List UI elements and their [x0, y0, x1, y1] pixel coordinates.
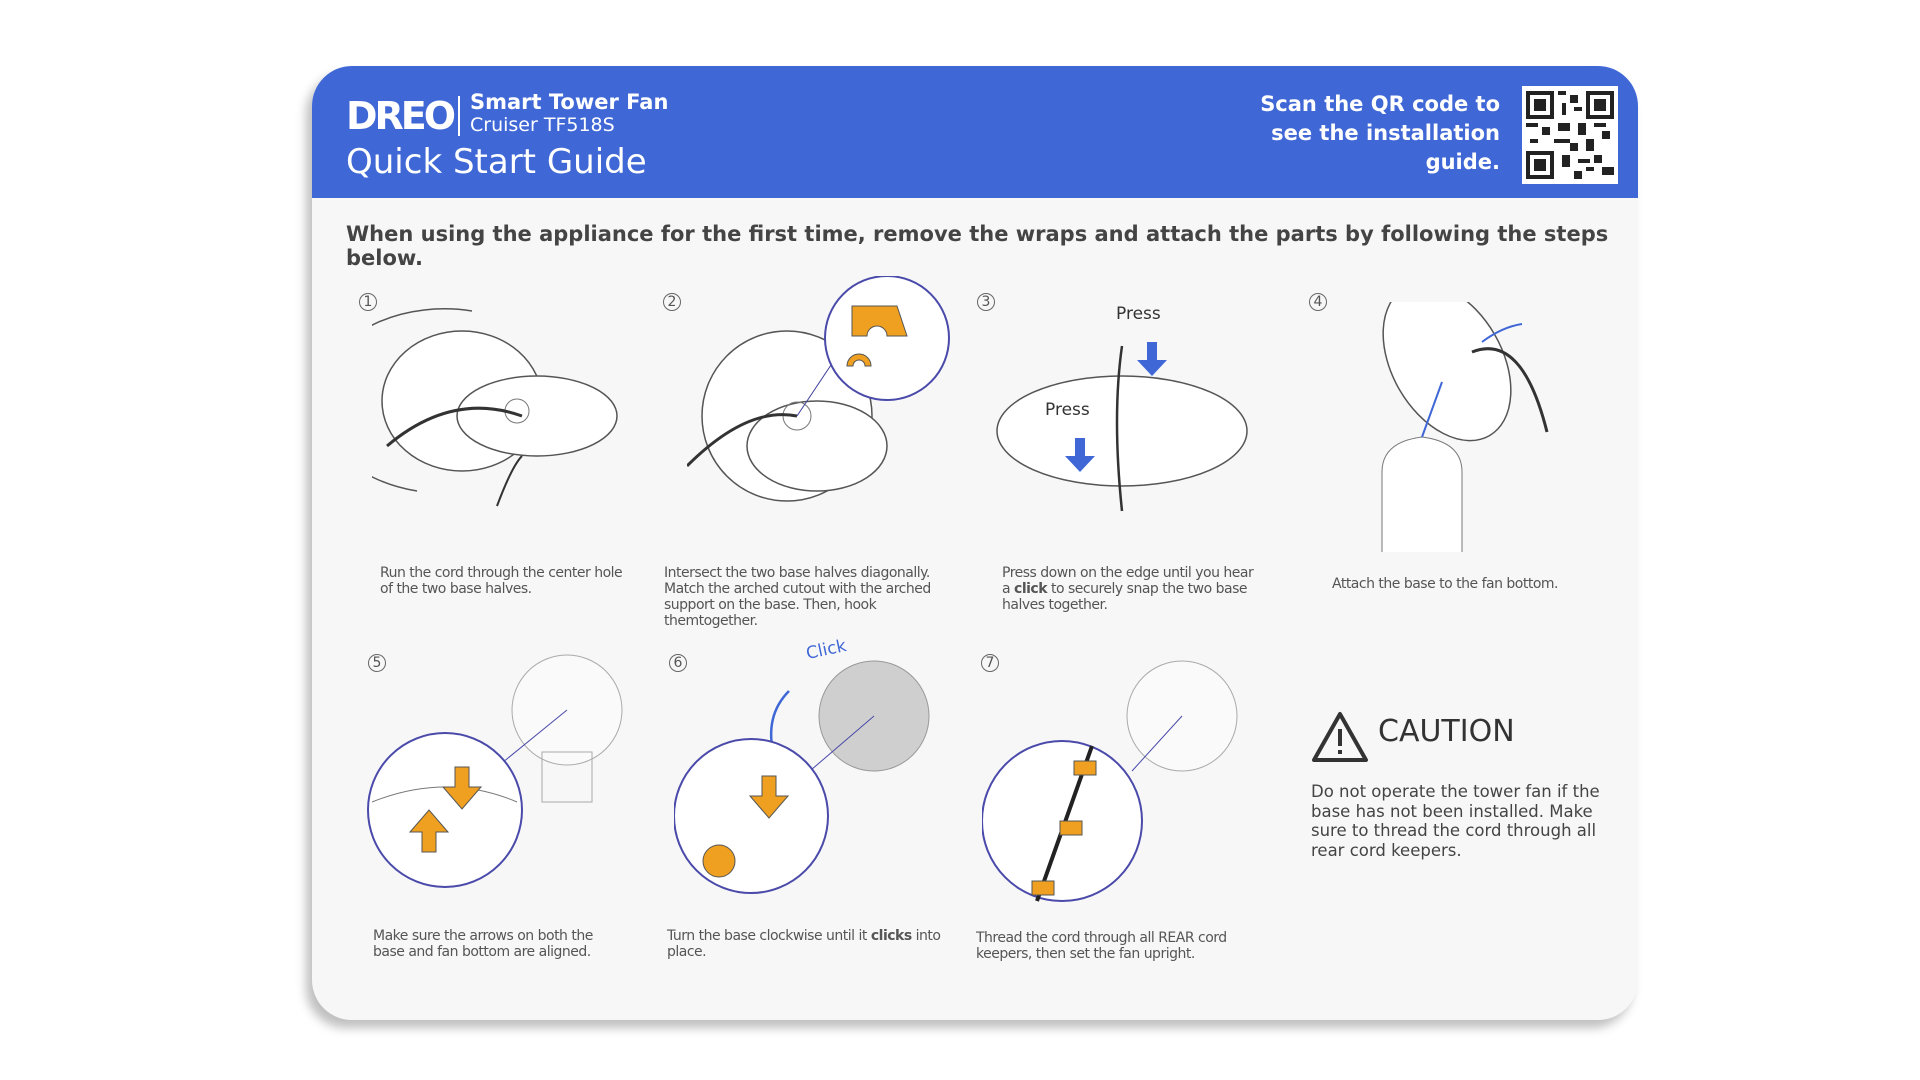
- step-number: 2: [663, 293, 681, 311]
- caution-text: Do not operate the tower fan if the base…: [1311, 782, 1600, 860]
- step-1-illustration: [372, 308, 618, 507]
- step-5-illustration: [367, 654, 623, 888]
- logo-divider: [458, 96, 460, 136]
- step-4-caption: Attach the base to the fan bottom.: [1332, 576, 1559, 592]
- qr-code-icon[interactable]: [1522, 86, 1618, 184]
- qr-instruction: Scan the QR code to see the installation…: [1260, 92, 1500, 174]
- page-title: Quick Start Guide: [346, 142, 647, 182]
- brand-logo: DREO: [346, 94, 456, 138]
- step-6-caption: Turn the base clockwise until it clicks …: [667, 928, 941, 960]
- step-4-illustration: [1381, 302, 1549, 552]
- step-3-caption: Press down on the edge until you hear a …: [1002, 565, 1254, 613]
- quick-start-card: DREO Smart Tower Fan Cruiser TF518S Quic…: [312, 66, 1638, 1020]
- product-model: Cruiser TF518S: [470, 114, 615, 136]
- step-number: 4: [1309, 293, 1327, 311]
- step-7-illustration: [982, 660, 1238, 902]
- step-1-caption: Run the cord through the center hole of …: [380, 565, 623, 597]
- step-6-illustration: [674, 660, 930, 894]
- product-name: Smart Tower Fan: [470, 90, 669, 114]
- press-label: Press: [1116, 304, 1161, 324]
- step-number: 1: [359, 293, 377, 311]
- warning-icon: [1312, 712, 1368, 762]
- header-banner: DREO Smart Tower Fan Cruiser TF518S Quic…: [312, 66, 1638, 198]
- step-5-caption: Make sure the arrows on both the base an…: [373, 928, 593, 960]
- step-7-caption: Thread the cord through all REAR cord ke…: [976, 930, 1227, 962]
- step-number: 6: [669, 654, 687, 672]
- intro-text: When using the appliance for the first t…: [346, 222, 1609, 270]
- step-number: 3: [977, 293, 995, 311]
- step-2-illustration: [687, 276, 950, 502]
- caution-title: CAUTION: [1378, 714, 1515, 749]
- step-number: 5: [368, 654, 386, 672]
- step-3-illustration: [996, 342, 1248, 512]
- press-label: Press: [1045, 400, 1090, 420]
- step-number: 7: [981, 654, 999, 672]
- step-2-caption: Intersect the two base halves diagonally…: [664, 565, 931, 629]
